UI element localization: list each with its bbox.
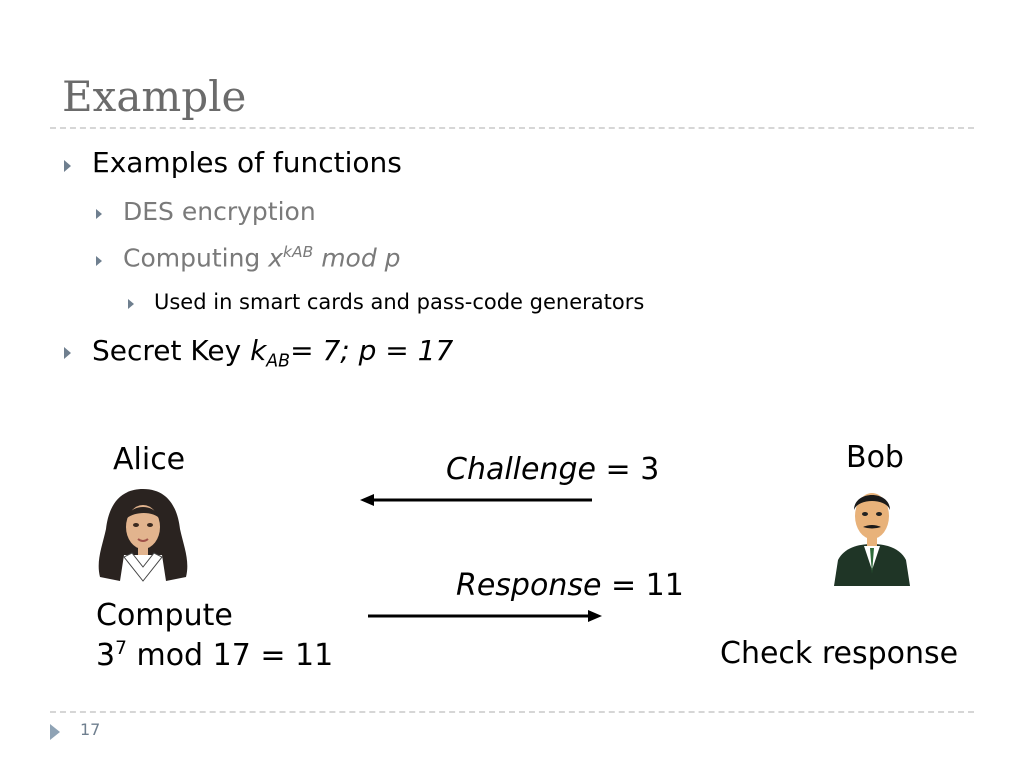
response-value: = 11 xyxy=(601,568,684,603)
bottom-divider xyxy=(50,711,974,713)
woman-portrait-icon xyxy=(98,489,188,582)
triangle-bullet-icon xyxy=(64,347,71,359)
computing-prefix: Computing xyxy=(123,243,269,273)
slide-title: Example xyxy=(62,72,247,121)
page-number: 17 xyxy=(80,720,101,739)
compute-base: 3 xyxy=(96,638,116,673)
response-arrow xyxy=(368,610,602,622)
challenge-value: = 3 xyxy=(596,452,660,487)
compute-rest: mod 17 = 11 xyxy=(126,638,334,673)
triangle-bullet-icon xyxy=(64,160,71,172)
bullet-smart-cards: Used in smart cards and pass-code genera… xyxy=(154,290,645,314)
secret-key-values: = 7; p = 17 xyxy=(290,334,454,367)
response-text: Response = 11 xyxy=(456,568,684,603)
secret-key-subscript: AB xyxy=(266,351,291,372)
alice-label: Alice xyxy=(113,442,186,477)
bullet-computing: Computing xkAB mod p xyxy=(123,243,401,272)
man-portrait-icon xyxy=(834,493,910,586)
compute-expression: 37 mod 17 = 11 xyxy=(96,638,333,673)
computing-mod: mod p xyxy=(313,243,401,273)
response-word: Response xyxy=(456,568,602,603)
bullet-secret-key: Secret Key kAB= 7; p = 17 xyxy=(92,334,453,372)
top-divider xyxy=(50,127,974,129)
secret-key-prefix: Secret Key xyxy=(92,334,251,367)
challenge-arrow xyxy=(360,494,592,506)
triangle-bullet-icon xyxy=(96,209,102,219)
footer-triangle-icon xyxy=(50,724,60,740)
computing-x: x xyxy=(268,243,284,273)
bullet-des-encryption: DES encryption xyxy=(123,197,316,226)
check-response-label: Check response xyxy=(720,636,959,671)
computing-exponent: kAB xyxy=(283,243,314,261)
bullet-examples-of-functions: Examples of functions xyxy=(92,146,402,179)
triangle-bullet-icon xyxy=(96,256,102,266)
challenge-text: Challenge = 3 xyxy=(446,452,659,487)
challenge-word: Challenge xyxy=(446,452,596,487)
compute-label: Compute xyxy=(96,598,233,633)
secret-key-k: k xyxy=(250,334,267,367)
triangle-bullet-icon xyxy=(128,299,134,309)
compute-exponent: 7 xyxy=(115,638,127,659)
bob-label: Bob xyxy=(846,440,904,475)
